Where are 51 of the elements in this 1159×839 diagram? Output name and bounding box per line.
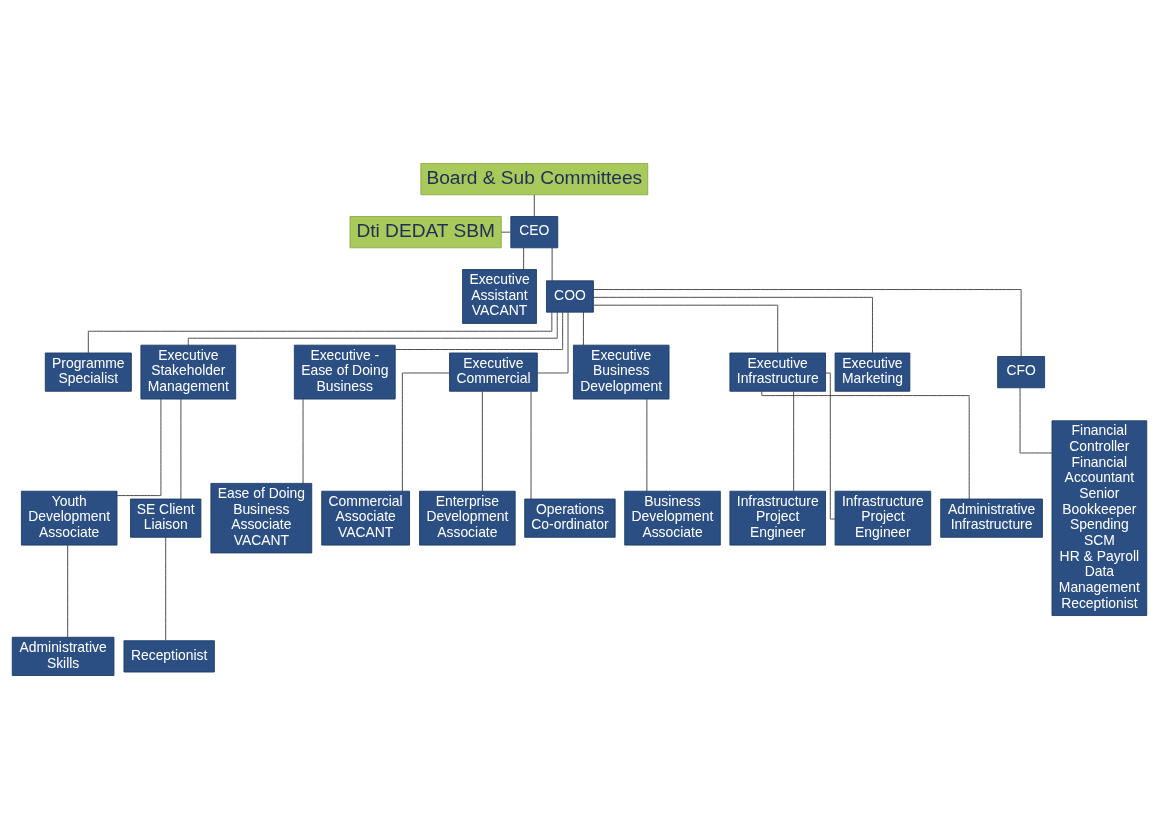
node-box: Executive Assistant VACANT (462, 269, 537, 324)
node-box: Infrastructure Project Engineer (834, 490, 932, 546)
connector (481, 391, 483, 492)
node-box: Infrastructure Project Engineer (729, 490, 826, 546)
connector (67, 544, 69, 638)
connector (187, 311, 558, 346)
node-box: Ease of Doing Business Associate VACANT (210, 482, 313, 554)
node-box: Executive Commercial (449, 352, 538, 392)
node-box: COO (546, 280, 594, 313)
node-box: Enterprise Development Associate (419, 490, 516, 546)
connector (551, 247, 553, 282)
connector (500, 231, 511, 233)
node-box: CEO (510, 216, 559, 249)
connector (825, 372, 836, 520)
connector (761, 390, 970, 500)
node-box: Financial Controller Financial Accountant Senior Bookkeeper Spending SCM HR & Payroll Data Management Receptionist (1051, 420, 1148, 616)
node-box: CFO (997, 356, 1046, 389)
connector (593, 296, 873, 354)
node-box: Dti DEDAT SBM (349, 216, 502, 249)
connector (530, 391, 532, 500)
connector (116, 398, 162, 496)
connector (537, 311, 569, 374)
connector (582, 311, 584, 346)
node-box: Executive Infrastructure (729, 352, 826, 392)
node-box: Youth Development Associate (20, 490, 118, 546)
node-box: Receptionist (123, 640, 215, 673)
connector (533, 194, 535, 217)
connector (180, 398, 182, 500)
connector (394, 311, 564, 350)
node-box: Executive - Ease of Doing Business (293, 344, 396, 400)
node-box: Administrative Infrastructure (940, 498, 1043, 538)
node-box: SE Client Liaison (130, 498, 202, 538)
node-box: Commercial Associate VACANT (321, 490, 410, 546)
connector (523, 247, 525, 270)
connector (646, 398, 648, 492)
connector (165, 536, 167, 641)
node-box: Board & Sub Committees (420, 163, 649, 196)
node-box: Operations Co-ordinator (524, 498, 616, 538)
connector (401, 372, 450, 492)
node-box: Executive Business Development (572, 344, 670, 400)
node-box: Executive Marketing (834, 352, 911, 392)
connector (1019, 387, 1053, 454)
node-box: Executive Stakeholder Management (140, 344, 237, 400)
connector (87, 311, 553, 354)
connector (793, 391, 795, 492)
connector (593, 304, 779, 354)
connector (593, 289, 1022, 357)
node-box: Administrative Skills (11, 636, 115, 676)
node-box: Business Development Associate (624, 490, 721, 546)
node-box: Programme Specialist (44, 352, 132, 392)
connector (302, 398, 304, 484)
